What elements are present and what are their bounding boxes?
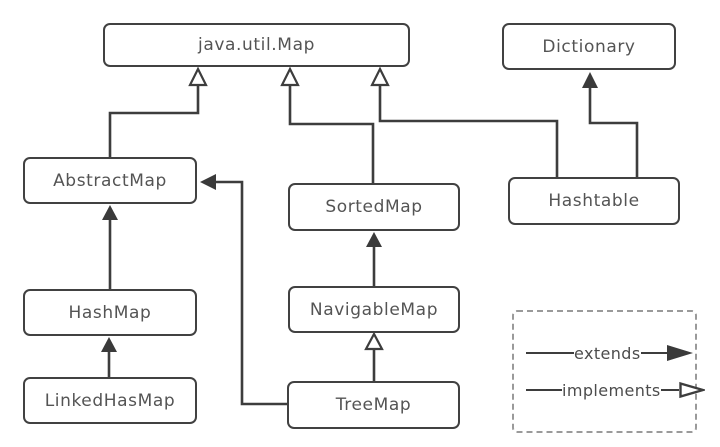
node-navigablemap: NavigableMap — [288, 286, 460, 333]
open-arrowhead-treemap-navigablemap — [364, 331, 384, 351]
filled-arrowhead-navigablemap-sortedmap — [366, 232, 382, 247]
filled-arrowhead-hashmap-abstractmap — [102, 205, 118, 220]
legend: extends implements — [512, 310, 705, 433]
node-linkedhasmap: LinkedHasMap — [23, 377, 197, 424]
node-sortedmap: SortedMap — [288, 183, 460, 231]
node-sortedmap-label: SortedMap — [325, 197, 423, 217]
legend-row-implements: implements — [526, 380, 705, 400]
legend-extends-label: extends — [574, 343, 641, 363]
edge-treemap-abstractmap — [214, 180, 290, 406]
edge-sortedmap-map — [288, 85, 375, 183]
legend-implements-line2 — [660, 388, 679, 392]
legend-extends-line2 — [640, 351, 667, 355]
legend-row-extends: extends — [526, 343, 693, 363]
node-treemap: TreeMap — [287, 381, 460, 429]
filled-arrowhead-linkedhasmap-hashmap — [101, 337, 117, 352]
node-hashmap: HashMap — [23, 289, 197, 336]
open-arrowhead-sortedmap-map — [280, 66, 300, 87]
node-hashtable-label: Hashtable — [548, 191, 640, 211]
edge-abstractmap-map — [108, 85, 200, 157]
extends-filled-arrow-icon — [666, 345, 693, 361]
node-java-util-map: java.util.Map — [103, 23, 410, 67]
node-dictionary: Dictionary — [502, 23, 676, 70]
node-treemap-label: TreeMap — [335, 395, 412, 415]
node-navigablemap-label: NavigableMap — [309, 299, 439, 320]
edge-hashtable-map — [378, 85, 559, 177]
filled-arrowhead-hashtable-dictionary — [582, 72, 598, 88]
node-abstractmap-label: AbstractMap — [53, 170, 167, 191]
node-hashtable: Hashtable — [508, 177, 680, 225]
edge-hashtable-dictionary — [588, 87, 639, 177]
node-java-util-map-label: java.util.Map — [198, 35, 315, 55]
node-dictionary-label: Dictionary — [542, 36, 636, 57]
legend-implements-label: implements — [562, 380, 661, 400]
open-arrowhead-abstractmap-map — [188, 66, 208, 87]
open-arrowhead-hashtable-map — [370, 66, 390, 87]
legend-implements-line — [526, 388, 562, 392]
legend-extends-line — [526, 351, 574, 355]
node-abstractmap: AbstractMap — [23, 157, 197, 204]
implements-open-arrow-icon — [678, 381, 705, 399]
filled-arrowhead-treemap-abstractmap — [200, 174, 216, 190]
node-linkedhasmap-label: LinkedHasMap — [44, 390, 176, 411]
node-hashmap-label: HashMap — [68, 302, 152, 323]
